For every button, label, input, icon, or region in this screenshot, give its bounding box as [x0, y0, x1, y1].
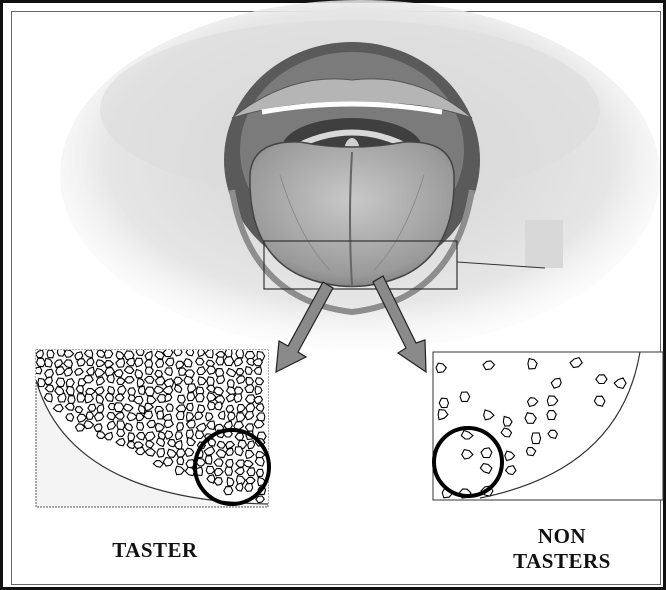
papilla: [177, 457, 184, 465]
non-tasters-label-line1: NON: [492, 524, 632, 549]
non-tasters-label-line2: TASTERS: [492, 549, 632, 574]
papilla: [217, 376, 225, 384]
papilla: [196, 393, 205, 402]
non-tasters-label: NON TASTERS: [492, 524, 632, 574]
papilla: [178, 395, 186, 403]
papilla: [137, 423, 144, 431]
papilla: [177, 423, 184, 431]
papilla: [256, 469, 263, 476]
papilla: [236, 369, 244, 376]
papilla: [226, 405, 234, 412]
papilla: [439, 398, 448, 407]
papilla: [166, 404, 173, 411]
papilla: [47, 350, 54, 358]
papilla: [207, 366, 216, 374]
papilla: [186, 430, 193, 438]
papilla: [66, 386, 74, 395]
papilla: [207, 377, 214, 386]
papilla: [87, 358, 94, 366]
papilla: [157, 449, 165, 458]
papilla: [532, 433, 541, 444]
papilla: [197, 367, 206, 375]
papilla: [187, 403, 194, 411]
papilla: [136, 348, 144, 356]
papilla: [205, 456, 212, 464]
papilla: [68, 396, 75, 404]
skin-patch: [525, 220, 563, 268]
papilla: [38, 378, 46, 386]
non-taster-panel: [433, 352, 663, 500]
papilla: [57, 348, 65, 356]
papilla: [547, 411, 556, 420]
papilla: [88, 404, 96, 411]
papilla: [84, 376, 94, 383]
papilla: [460, 392, 470, 402]
papilla: [115, 394, 124, 401]
papilla: [225, 467, 233, 475]
papilla: [145, 367, 153, 374]
papilla: [37, 358, 46, 367]
papilla: [155, 370, 163, 377]
papilla: [227, 380, 234, 387]
papilla: [236, 349, 244, 358]
papilla: [138, 386, 145, 394]
papilla: [86, 412, 93, 419]
papilla: [216, 357, 224, 365]
papilla: [187, 393, 195, 401]
papilla: [176, 411, 184, 419]
papilla: [234, 394, 242, 403]
papilla: [56, 378, 65, 386]
papilla: [196, 431, 204, 439]
papilla: [128, 433, 135, 441]
papilla: [156, 360, 164, 368]
papilla: [145, 387, 154, 396]
papilla: [224, 487, 233, 495]
papilla: [174, 348, 182, 356]
papilla: [206, 466, 214, 474]
papilla: [225, 349, 232, 357]
papilla: [75, 407, 83, 413]
papilla: [128, 388, 135, 396]
taster-panel: [35, 348, 270, 507]
papilla: [117, 429, 125, 436]
taster-label: TASTER: [95, 538, 215, 563]
papilla: [226, 460, 234, 468]
papilla: [118, 386, 126, 395]
papilla: [114, 403, 124, 412]
papilla: [224, 357, 234, 366]
papilla: [246, 477, 255, 484]
papilla: [235, 447, 243, 456]
papilla: [245, 483, 253, 491]
papilla: [77, 359, 85, 366]
papilla: [77, 394, 85, 402]
papilla: [117, 421, 125, 430]
